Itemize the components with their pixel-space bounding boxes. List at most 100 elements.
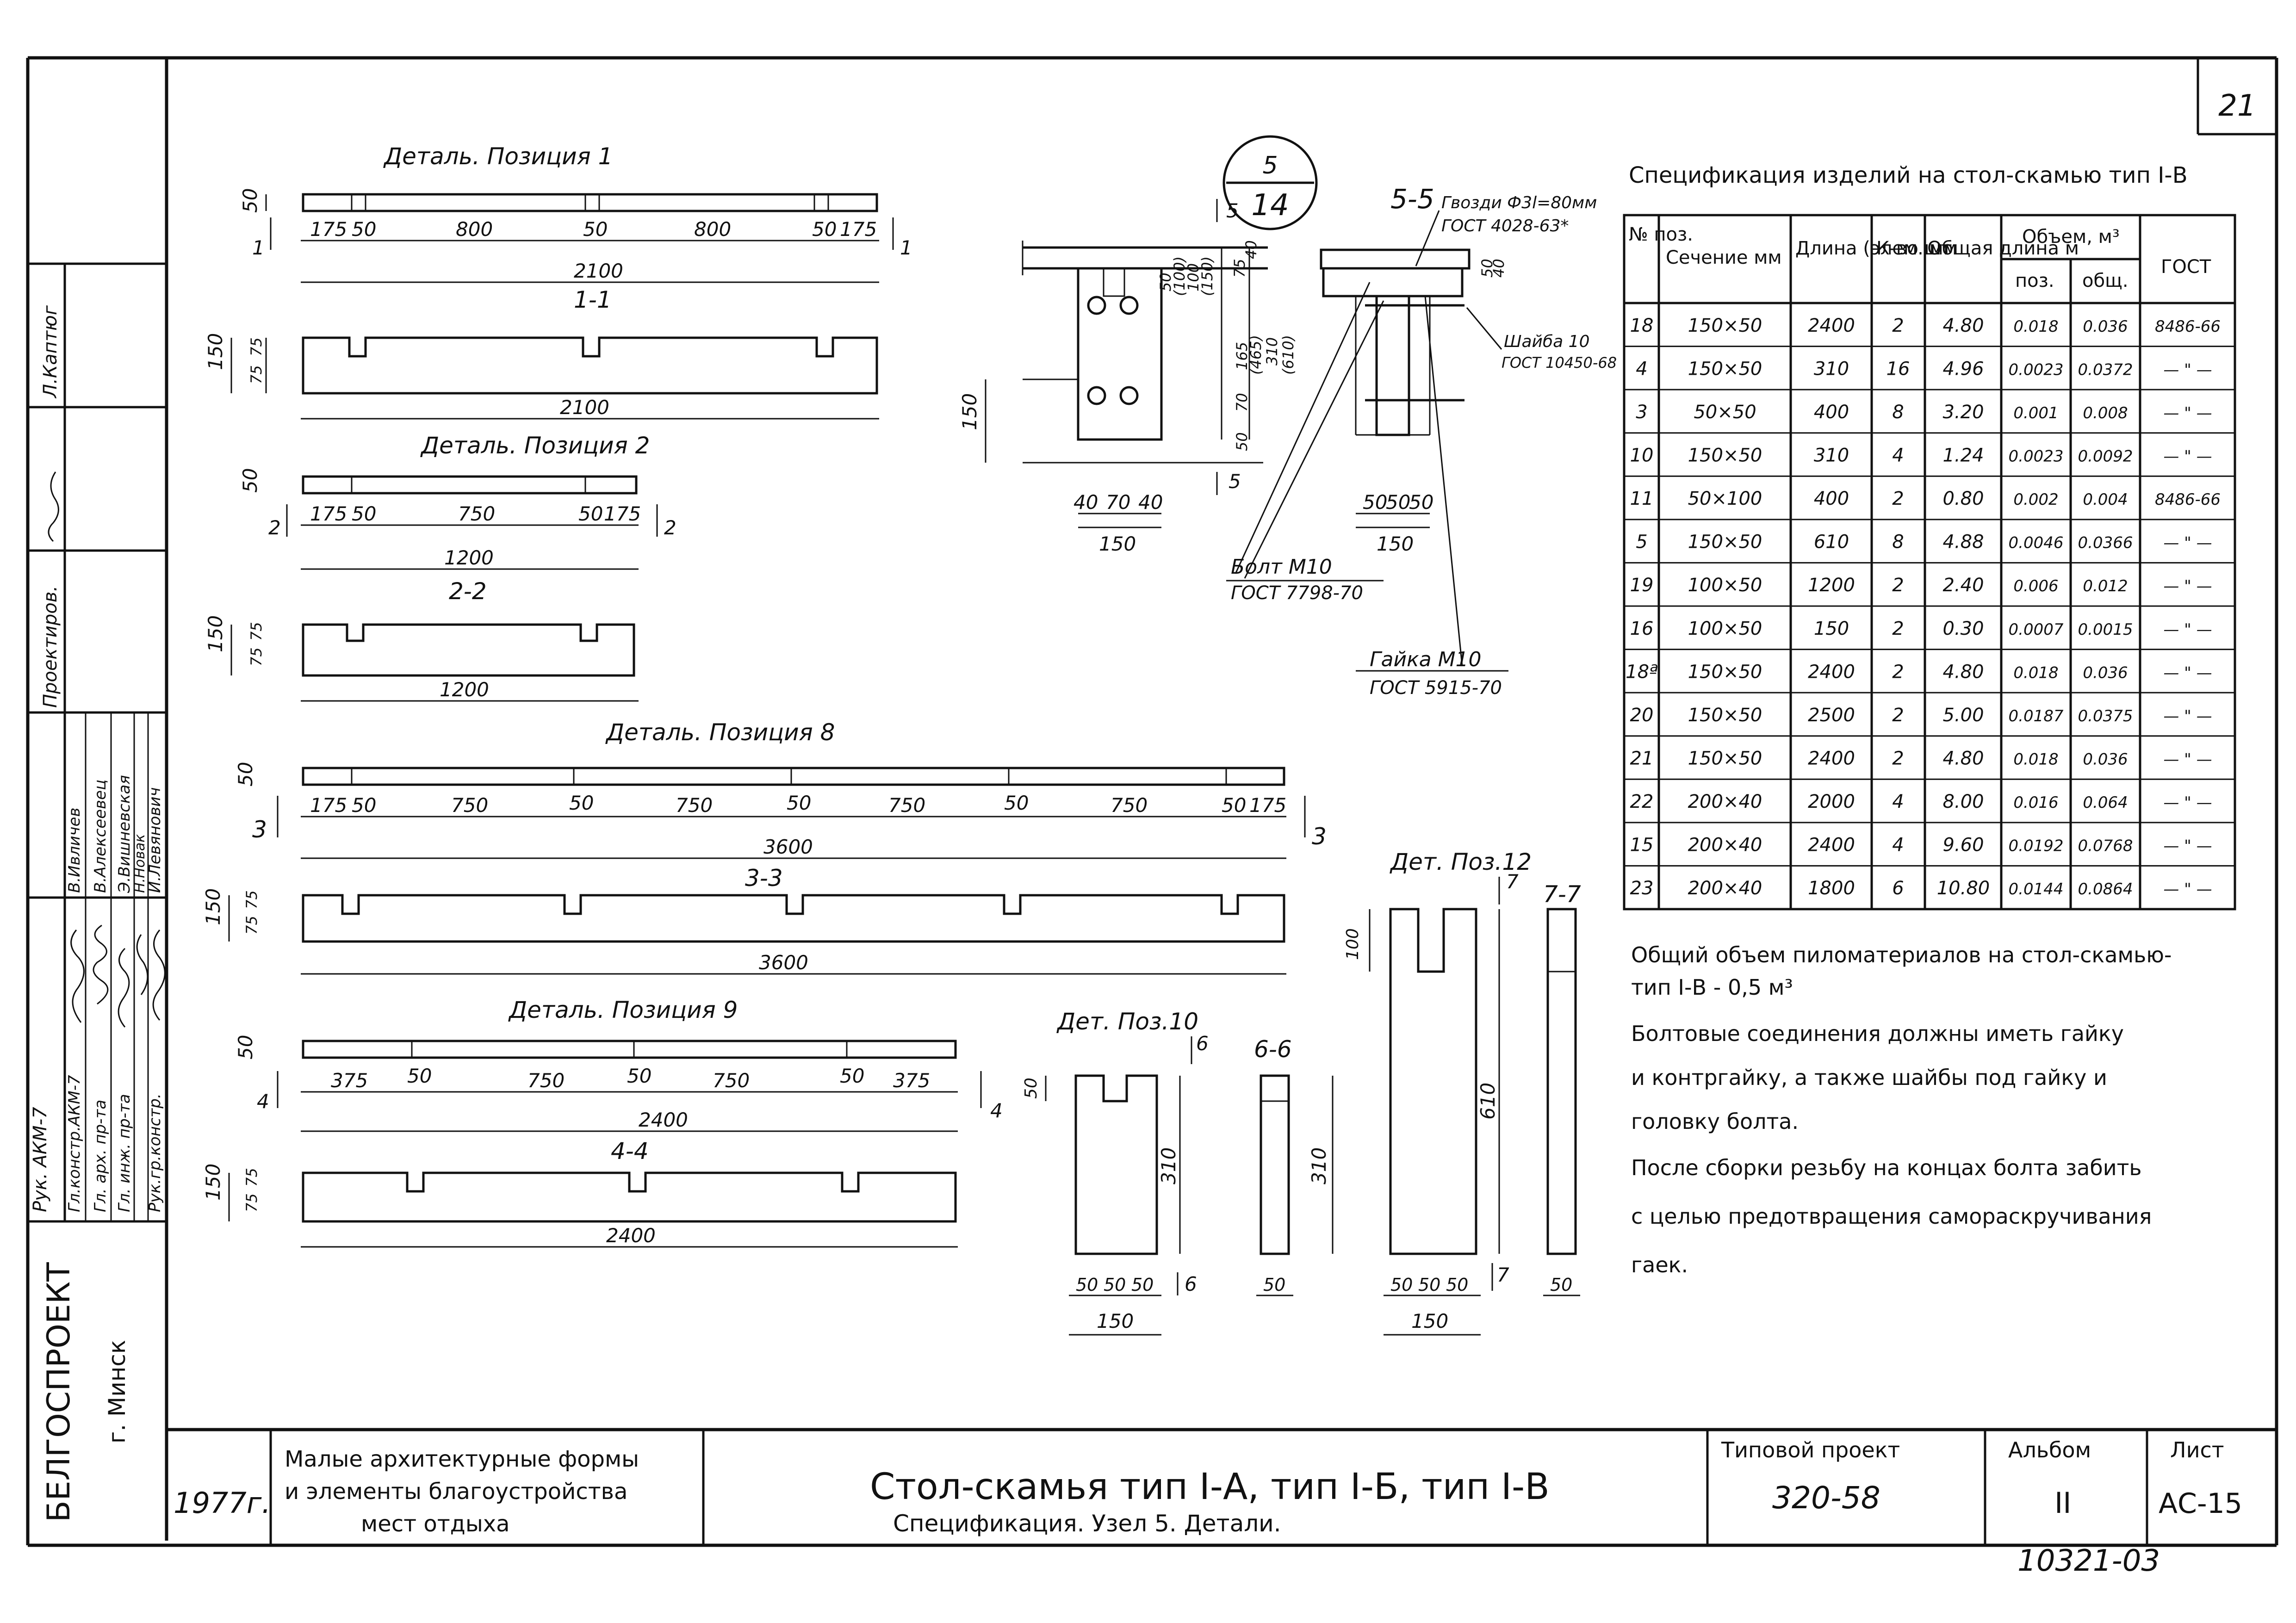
det10-mark-bottom: 6	[1185, 1273, 1197, 1295]
sec55-bolt: Болт М10	[1231, 555, 1332, 579]
spec-cell-r3-c2: 310	[1814, 445, 1849, 466]
spec-cell-r12-c1: 200×40	[1688, 835, 1762, 856]
spec-cell-r4-c0: 11	[1630, 488, 1654, 509]
det12-height: 610	[1477, 1083, 1499, 1120]
spec-cell-r4-c2: 400	[1814, 488, 1849, 509]
spec-cell-r12-c5: 0.0192	[2009, 837, 2064, 855]
pos8-off-8: 750	[1111, 794, 1148, 817]
spec-cell-r0-c2: 2400	[1808, 315, 1855, 336]
spec-cell-r6-c0: 19	[1630, 575, 1654, 596]
pos1-off-2: 800	[456, 218, 493, 241]
spec-h-qty: К-во шт.	[1876, 238, 1958, 259]
spec-cell-r10-c3: 2	[1892, 748, 1904, 769]
sec55-bottom-1: 50	[1386, 491, 1410, 514]
spec-cell-r10-c7: — " —	[2163, 750, 2212, 768]
spec-cell-r6-c7: — " —	[2163, 577, 2212, 595]
spec-h-vol-total: общ.	[2082, 270, 2128, 291]
spec-cell-r3-c5: 0.0023	[2009, 447, 2064, 465]
spec-cell-r12-c7: — " —	[2163, 837, 2212, 855]
drawing-frame: 21	[26, 56, 2278, 1547]
spec-cell-r3-c4: 1.24	[1942, 445, 1984, 466]
detail-poz-12: Дет. Поз.12 7 100 610 50 50 50 150 7	[1343, 849, 1532, 1336]
node5-dim-8: 310	[1263, 337, 1281, 365]
pos1-off-0: 175	[310, 218, 347, 241]
pos1-length: 2100	[574, 260, 623, 282]
stamp-album-label: Альбом	[2008, 1437, 2091, 1462]
role-1: Рук. АКМ-7	[30, 1107, 51, 1212]
spec-cell-r11-c6: 0.064	[2083, 793, 2128, 812]
spec-cell-r6-c5: 0.006	[2013, 577, 2058, 595]
spec-cell-r0-c6: 0.036	[2083, 317, 2128, 336]
spec-cell-r9-c6: 0.0375	[2078, 707, 2133, 725]
spec-cell-r8-c4: 4.80	[1942, 661, 1984, 682]
spec-cell-r11-c2: 2000	[1808, 791, 1855, 812]
spec-cell-r6-c2: 1200	[1808, 575, 1855, 596]
spec-h-section: Сечение мм	[1666, 247, 1782, 268]
spec-cell-r1-c4: 4.96	[1942, 358, 1984, 379]
spec-h-volume: Объем, м³	[2022, 226, 2120, 248]
stamp-code: 10321-03	[2017, 1544, 2160, 1578]
sec55-nut-gost: ГОСТ 5915-70	[1370, 677, 1502, 699]
role-5: Рук.гр.констр.	[146, 1093, 164, 1212]
pos1-off-1: 50	[352, 218, 376, 241]
spec-row-lines	[1624, 346, 2235, 867]
spec-cell-r7-c3: 2	[1892, 618, 1904, 639]
det10-bottom-0: 50	[1076, 1275, 1098, 1295]
spec-cell-r0-c5: 0.018	[2013, 317, 2058, 336]
spec-cell-r7-c7: — " —	[2163, 620, 2212, 639]
det10-height: 310	[1157, 1147, 1180, 1184]
spec-cell-r6-c6: 0.012	[2083, 577, 2128, 595]
spec-cell-r9-c1: 150×50	[1688, 705, 1762, 726]
pos2-off-4: 175	[604, 502, 641, 525]
detail-position-1: Деталь. Позиция 1 50 1 1 175 50 800 50 8…	[204, 143, 912, 420]
pos1-off-5: 50	[812, 218, 837, 241]
sec55-nails: Гвозди Ф3l=80мм	[1441, 193, 1597, 212]
sec55-washer: Шайба 10	[1504, 332, 1589, 351]
sec55-bolt-gost: ГОСТ 7798-70	[1231, 582, 1363, 604]
node5-elevation: 5 14 150 50 (100) 100 (150) 75 40 165 (4…	[958, 135, 1318, 555]
pos2-title: Деталь. Позиция 2	[420, 432, 650, 459]
spec-cell-r2-c7: — " —	[2163, 404, 2212, 422]
pos1-section-label: 1-1	[574, 286, 612, 313]
spec-cell-r13-c3: 6	[1892, 878, 1904, 899]
spec-cell-r7-c5: 0.0007	[2009, 620, 2064, 639]
spec-cell-r11-c1: 200×40	[1688, 791, 1762, 812]
stamp-project: 320-58	[1772, 1480, 1880, 1516]
pos2-length: 1200	[444, 546, 494, 569]
spec-h-no: № поз.	[1629, 224, 1693, 245]
pos8-off-1: 50	[352, 794, 376, 817]
pos2-off-3: 50	[578, 502, 603, 525]
sec66-height: 310	[1308, 1147, 1330, 1184]
spec-cell-r3-c6: 0.0092	[2078, 447, 2133, 465]
spec-cell-r7-c6: 0.0015	[2078, 620, 2133, 639]
spec-cell-r9-c3: 2	[1892, 705, 1904, 726]
spec-cell-r12-c4: 9.60	[1942, 835, 1984, 856]
section-7-7: 7-7 50	[1543, 881, 1581, 1296]
pos9-length-2: 2400	[606, 1224, 656, 1247]
spec-cell-r13-c0: 23	[1630, 878, 1654, 899]
stamp-subject-0: Малые архитектурные формы	[285, 1446, 639, 1472]
spec-cell-r12-c2: 2400	[1808, 835, 1855, 856]
pos8-length: 3600	[763, 836, 813, 858]
role-4: Гл. инж. пр-та	[115, 1094, 134, 1212]
spec-cell-r7-c1: 100×50	[1688, 618, 1762, 639]
pos1-title: Деталь. Позиция 1	[383, 143, 613, 170]
name-4: Н.Новак	[132, 834, 148, 893]
pos8-off-10: 175	[1249, 794, 1286, 817]
det12-title: Дет. Поз.12	[1390, 849, 1532, 875]
spec-cell-r10-c4: 4.80	[1942, 748, 1984, 769]
spec-cell-r0-c4: 4.80	[1942, 315, 1984, 336]
stamp-subtitle: Спецификация. Узел 5. Детали.	[893, 1510, 1281, 1537]
node5-mark-bottom: 5	[1229, 470, 1241, 493]
node5-dim-6: 165	[1233, 342, 1251, 370]
spec-cell-r7-c2: 150	[1814, 618, 1849, 639]
pos1-mark-right: 1	[900, 236, 912, 259]
pos2-height: 150	[204, 615, 227, 652]
node5-dim-9: (610)	[1279, 335, 1297, 375]
spec-cell-r1-c2: 310	[1814, 358, 1849, 379]
spec-cell-r11-c7: — " —	[2163, 793, 2212, 812]
pos2-off-0: 175	[310, 502, 347, 525]
pos1-off-3: 50	[583, 218, 608, 241]
spec-cell-r2-c0: 3	[1636, 402, 1647, 423]
spec-cell-r3-c1: 150×50	[1688, 445, 1762, 466]
